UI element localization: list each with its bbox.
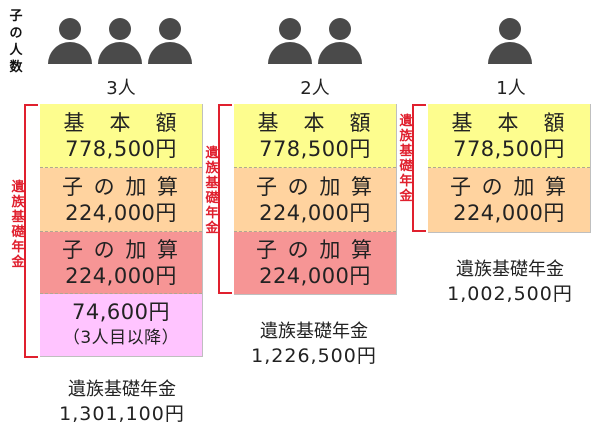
box-amount: 778,500円 (453, 136, 565, 161)
total-col2: 遺族基礎年金 1,226,500円 (214, 320, 414, 368)
count-label-2: 2人 (300, 78, 330, 99)
bracket-label-col2: 遺 族 基 礎 年 金 (205, 146, 219, 236)
total-col3: 遺族基礎年金 1,002,500円 (410, 258, 600, 306)
person-icon (318, 18, 362, 64)
box-title: 子 の 加 算 (61, 237, 181, 262)
person-icon (148, 18, 192, 64)
person-icon (48, 18, 92, 64)
box-title: 基 本 額 (257, 110, 373, 135)
box-amount: 778,500円 (259, 136, 371, 161)
box-amount: 224,000円 (259, 264, 371, 288)
bracket-col3 (412, 104, 426, 232)
total-amount: 1,226,500円 (251, 345, 377, 367)
box-amount: 224,000円 (65, 263, 177, 288)
total-amount: 1,002,500円 (447, 283, 573, 305)
box-amount: 224,000円 (65, 200, 177, 225)
third-child-addition-box: 74,600円 （3人目以降） (40, 294, 202, 356)
box-title: 子 の 加 算 (255, 174, 375, 199)
stack-outline-col2 (234, 104, 397, 295)
box-note: （3人目以降） (62, 328, 180, 348)
bracket-col1 (24, 104, 38, 358)
box-title: 基 本 額 (63, 110, 179, 135)
total-amount: 1,301,100円 (59, 403, 185, 425)
bracket-col2 (218, 104, 232, 294)
basic-amount-box: 基 本 額 778,500円 (40, 104, 202, 168)
total-col1: 遺族基礎年金 1,301,100円 (22, 378, 222, 426)
stack-outline-col1 (40, 104, 203, 357)
child-addition-box-2: 子 の 加 算 224,000円 (234, 232, 396, 294)
child-addition-box: 子 の 加 算 224,000円 (234, 168, 396, 232)
bracket-label-col3: 遺 族 基 礎 年 金 (399, 114, 413, 204)
total-label: 遺族基礎年金 (68, 379, 176, 400)
total-label: 遺族基礎年金 (456, 259, 564, 280)
count-label-3: 3人 (106, 78, 136, 99)
box-title: 基 本 額 (451, 110, 567, 135)
basic-amount-box: 基 本 額 778,500円 (428, 104, 590, 168)
box-amount: 224,000円 (259, 200, 371, 225)
count-label-1: 1人 (496, 78, 526, 99)
box-title: 子 の 加 算 (449, 175, 569, 199)
box-amount: 224,000円 (453, 201, 565, 225)
child-addition-box: 子 の 加 算 224,000円 (428, 168, 590, 232)
box-amount: 778,500円 (65, 136, 177, 161)
child-addition-box-2: 子 の 加 算 224,000円 (40, 232, 202, 294)
bracket-label-col1: 遺 族 基 礎 年 金 (11, 180, 25, 270)
total-label: 遺族基礎年金 (260, 321, 368, 342)
children-count-header: 子 の 人 数 (9, 9, 23, 75)
person-icon (488, 18, 532, 64)
person-icon (98, 18, 142, 64)
box-title: 子 の 加 算 (61, 174, 181, 199)
stack-outline-col3 (428, 104, 591, 233)
box-amount: 74,600円 (72, 300, 170, 324)
person-icon (268, 18, 312, 64)
child-addition-box: 子 の 加 算 224,000円 (40, 168, 202, 232)
basic-amount-box: 基 本 額 778,500円 (234, 104, 396, 168)
box-title: 子 の 加 算 (255, 238, 375, 262)
